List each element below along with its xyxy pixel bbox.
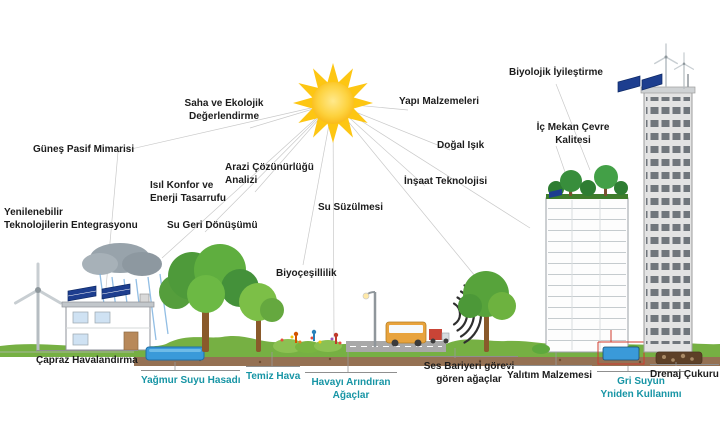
label-insaat-teknolojisi: İnşaat Teknolojisi	[404, 176, 488, 187]
leader-lines	[174, 348, 677, 373]
label-ic-mekan-cevre: İç Mekan Çevre Kalitesi	[536, 122, 610, 146]
label-drenaj-cukuru: Drenaj Çukuru	[650, 364, 719, 381]
green-roof-building	[532, 165, 640, 354]
label-saha-ekolojik: Saha ve Ekolojik Değerlendirme	[184, 98, 264, 122]
barrier-tree-icon	[458, 271, 516, 352]
label-yenilenebilir-teknolojiler: Yenilenebilir Teknolojilerin Entegrasyon…	[4, 207, 138, 231]
label-dogal-isik: Doğal Işık	[437, 140, 485, 151]
sun-icon	[293, 63, 373, 143]
label-yagmur-suyu-hasadi: Yağmur Suyu Hasadı	[141, 370, 241, 387]
label-biyolojik-iyilestirme: Biyolojik İyileştirme	[509, 67, 603, 78]
solar-house-icon	[61, 283, 155, 351]
wind-turbine-icon	[13, 262, 63, 352]
connector-lines	[105, 83, 591, 339]
flower-meadow	[273, 335, 342, 353]
label-biyocesitlilik: Biyoçeşillilik	[276, 268, 337, 279]
label-arazi-cozunurlugu: Arazi Çözünürlüğü Analizi	[225, 162, 314, 186]
drainage-pit-icon	[655, 351, 703, 365]
bus-icon	[385, 321, 427, 347]
label-yapi-malzemeleri: Yapı Malzemeleri	[399, 96, 480, 107]
label-su-suzulmesi: Su Süzülmesi	[318, 202, 384, 213]
label-yalitim-malzemesi: Yalıtım Malzemesi	[507, 365, 593, 382]
label-ses-bariyeri-agaclar: Ses Bariyeri görevi gören ağaçlar	[420, 356, 518, 386]
label-gri-suyun-kullanimi: Gri Suyun Yniden Kullanımı	[597, 371, 685, 401]
rooftop-solar-icon	[617, 73, 663, 93]
rainwater-tank-icon	[145, 346, 205, 361]
small-tree-icon	[239, 283, 284, 352]
label-su-geri-donusumu: Su Geri Dönüşümü	[167, 220, 258, 231]
street-lamp-icon	[362, 291, 377, 347]
road	[346, 341, 446, 352]
label-havayi-arindiran-agaclar: Havayı Arındıran Ağaçlar	[305, 372, 397, 402]
greywater-system-icon	[597, 330, 645, 365]
truck-icon	[429, 329, 450, 344]
label-temiz-hava: Temiz Hava	[246, 366, 301, 383]
rooftop-solar-panel-icon	[67, 283, 131, 302]
label-gunes-pasif-mimarisi: Güneş Pasif Mimarisi	[33, 144, 135, 155]
label-isil-konfor: Isıl Konfor ve Enerji Tasarrufu	[150, 180, 226, 204]
label-capraz-havalandirma: Çapraz Havalandırma	[36, 350, 138, 367]
people-icons	[293, 329, 339, 344]
highrise-building	[640, 74, 696, 353]
